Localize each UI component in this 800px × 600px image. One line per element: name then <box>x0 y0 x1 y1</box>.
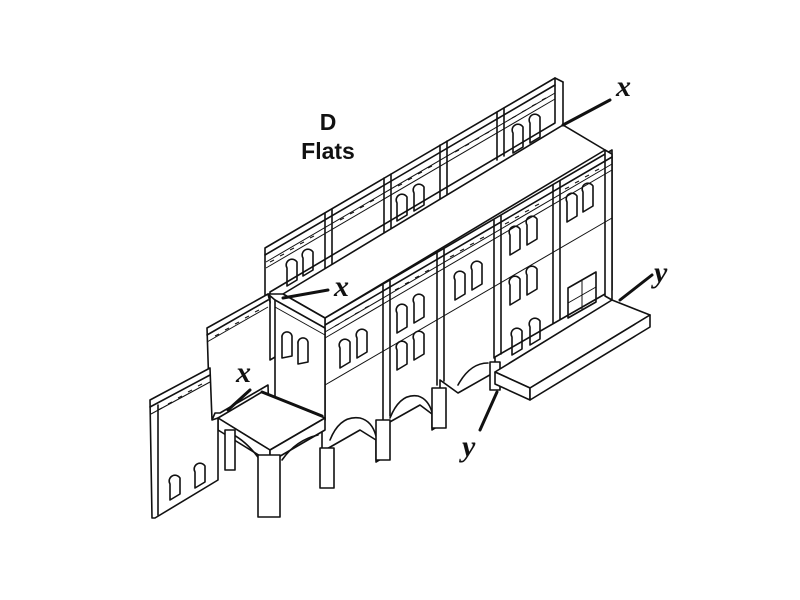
title-word: Flats <box>301 138 355 164</box>
callout-x-left: x <box>236 356 251 389</box>
callout-x-top-right: x <box>616 70 631 103</box>
leader-x-middle <box>281 288 330 300</box>
leader-x-left-b <box>260 390 324 418</box>
rear-window-pair-3 <box>511 113 541 154</box>
leader-x-top-right <box>561 98 612 127</box>
leader-y-right <box>618 273 654 302</box>
leader-x-left-a <box>226 388 252 412</box>
callout-x-middle: x <box>334 270 349 303</box>
rear-window-pair-2 <box>395 183 425 222</box>
rear-window-pair-1 <box>285 248 314 287</box>
title-letter: D <box>319 109 337 135</box>
porch-front <box>217 417 326 518</box>
leader-y-bottom <box>478 390 499 432</box>
loading-platform <box>494 299 651 401</box>
diagram-title: D Flats <box>282 108 374 166</box>
callout-y-right: y <box>654 256 668 289</box>
main-front-wall <box>319 149 613 489</box>
callout-y-bottom: y <box>462 430 476 463</box>
left-low-wall <box>149 367 219 519</box>
